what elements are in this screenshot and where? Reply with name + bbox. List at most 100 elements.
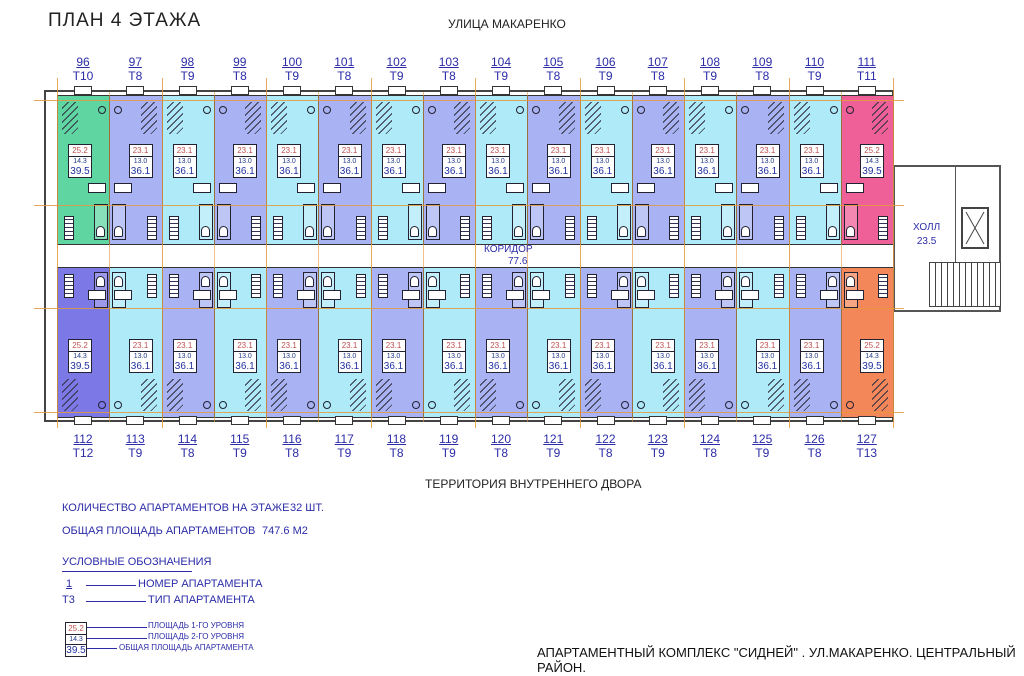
shelf-icon (773, 216, 784, 240)
apartment-type: T9 (389, 69, 404, 83)
apartment-number: 107 (647, 55, 668, 69)
fixture-circle-icon (411, 106, 420, 114)
hall-label: ХОЛЛ 23.5 (913, 221, 940, 249)
area-a2: 14.3 (865, 353, 879, 360)
sink-icon (427, 183, 446, 193)
toilet-icon (200, 276, 210, 287)
sink-icon (506, 290, 525, 300)
sink-icon (532, 183, 551, 193)
sink-icon (845, 290, 864, 300)
area-a1: 23.1 (591, 145, 614, 157)
area-a2: 13.0 (700, 158, 714, 165)
fixture-circle-icon (829, 106, 838, 114)
window-icon (857, 416, 876, 425)
legend-sample-a2: 14.3 (66, 635, 86, 645)
legend-underline (62, 571, 192, 572)
area-a1: 23.1 (487, 340, 509, 352)
shelf-icon (586, 216, 597, 240)
stairs-icon (62, 379, 78, 411)
yard-label: ТЕРРИТОРИЯ ВНУТРЕННЕГО ДВОРА (425, 477, 642, 491)
apartment-number: 121 (543, 432, 564, 446)
area-a2: 14.3 (73, 353, 87, 360)
area-a2: 13.0 (133, 353, 148, 360)
hall-area: 23.5 (916, 236, 937, 247)
area-a2: 13.0 (595, 353, 610, 360)
fixture-circle-icon (532, 106, 541, 114)
fixture-circle-icon (532, 401, 541, 409)
stairs-icon (349, 102, 366, 134)
area-a3: 36.1 (653, 166, 673, 177)
apartment-number: 116 (282, 432, 302, 446)
sink-icon (506, 183, 525, 193)
legend-sample-a3: 39.5 (66, 645, 86, 656)
area-a1: 23.1 (129, 340, 152, 352)
window-icon (335, 86, 354, 95)
grid-axis-line (422, 92, 424, 422)
area-a1: 23.1 (382, 145, 405, 157)
apartment-type: T9 (546, 446, 561, 460)
corridor-area: 77.6 (508, 256, 528, 267)
fixture-circle-icon (98, 401, 107, 409)
area-a2: 13.0 (238, 353, 252, 360)
area-a3: 36.1 (383, 361, 404, 372)
toilet-icon (323, 276, 333, 287)
toilet-icon (532, 276, 542, 287)
area-a3: 36.1 (174, 166, 195, 177)
toilet-icon (218, 226, 228, 237)
area-a3: 36.1 (444, 166, 464, 177)
area-a1: 23.1 (234, 145, 256, 157)
stairs-icon (793, 379, 810, 411)
apartment-count-value: 32 ШТ. (290, 502, 324, 514)
grid-axis-line (266, 78, 267, 428)
sink-icon (88, 290, 107, 300)
shelf-icon (273, 274, 283, 298)
grid-axis-line (34, 205, 904, 206)
stairs-icon (480, 102, 496, 134)
apartment-number: 117 (334, 432, 354, 446)
area-a1: 25.2 (861, 145, 883, 157)
toilet-icon (845, 226, 855, 237)
area-a1: 23.1 (696, 340, 718, 352)
toilet-icon (409, 226, 419, 237)
